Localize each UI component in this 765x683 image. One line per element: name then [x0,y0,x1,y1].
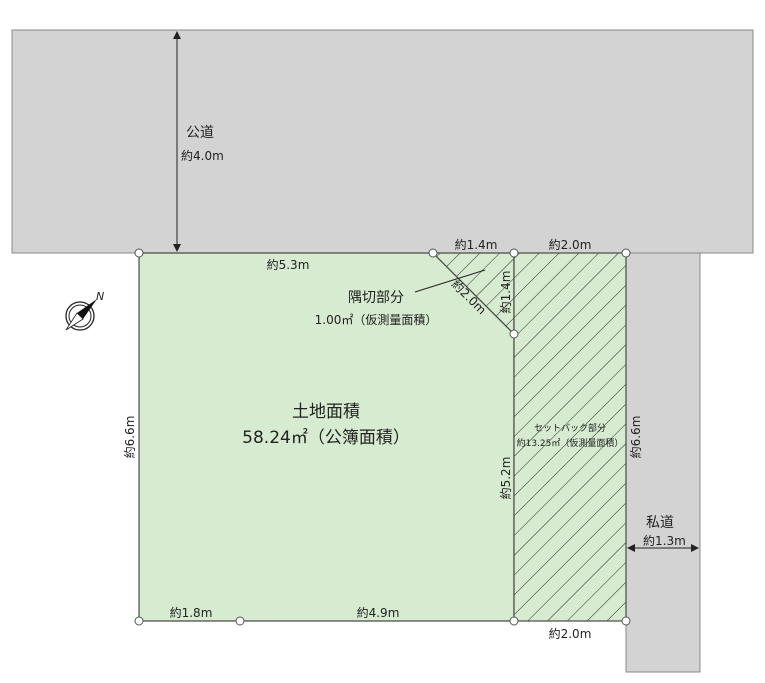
land-area-value: 58.24㎡（公簿面積） [242,428,410,448]
dim-top: 約5.3m [267,257,310,272]
compass-icon: N [65,290,104,331]
land-title: 土地面積 [292,402,360,422]
corner-cut-leader [414,269,486,293]
corner-cut-area: 1.00㎡（仮測量面積） [315,312,438,327]
dim-bottom-left: 約1.8m [170,605,213,620]
corner-points [134,248,631,626]
dim-left: 約6.6m [122,416,137,459]
setback-top: 約2.0m [549,237,592,252]
corner-cut-side: 約1.4m [498,271,513,314]
setback-label: セットバック部分 [534,422,606,434]
private-road-label: 私道 [646,515,674,531]
private-road-width: 約1.3m [643,533,686,548]
private-road [625,252,701,673]
public-road-width: 約4.0m [181,148,224,163]
dim-inner-right: 約5.2m [498,457,513,500]
corner-cut-label: 隅切部分 [348,290,404,306]
setback-area: 約13.25㎡（仮測量面積） [517,437,624,449]
public-road-label: 公道 [186,125,214,141]
svg-text:N: N [96,290,104,303]
dim-bottom-mid: 約4.9m [357,605,400,620]
public-road [11,29,754,254]
setback-area [513,252,627,622]
corner-cut-top: 約1.4m [455,237,498,252]
setback-bottom: 約2.0m [549,626,592,641]
setback-right: 約6.6m [628,416,643,459]
